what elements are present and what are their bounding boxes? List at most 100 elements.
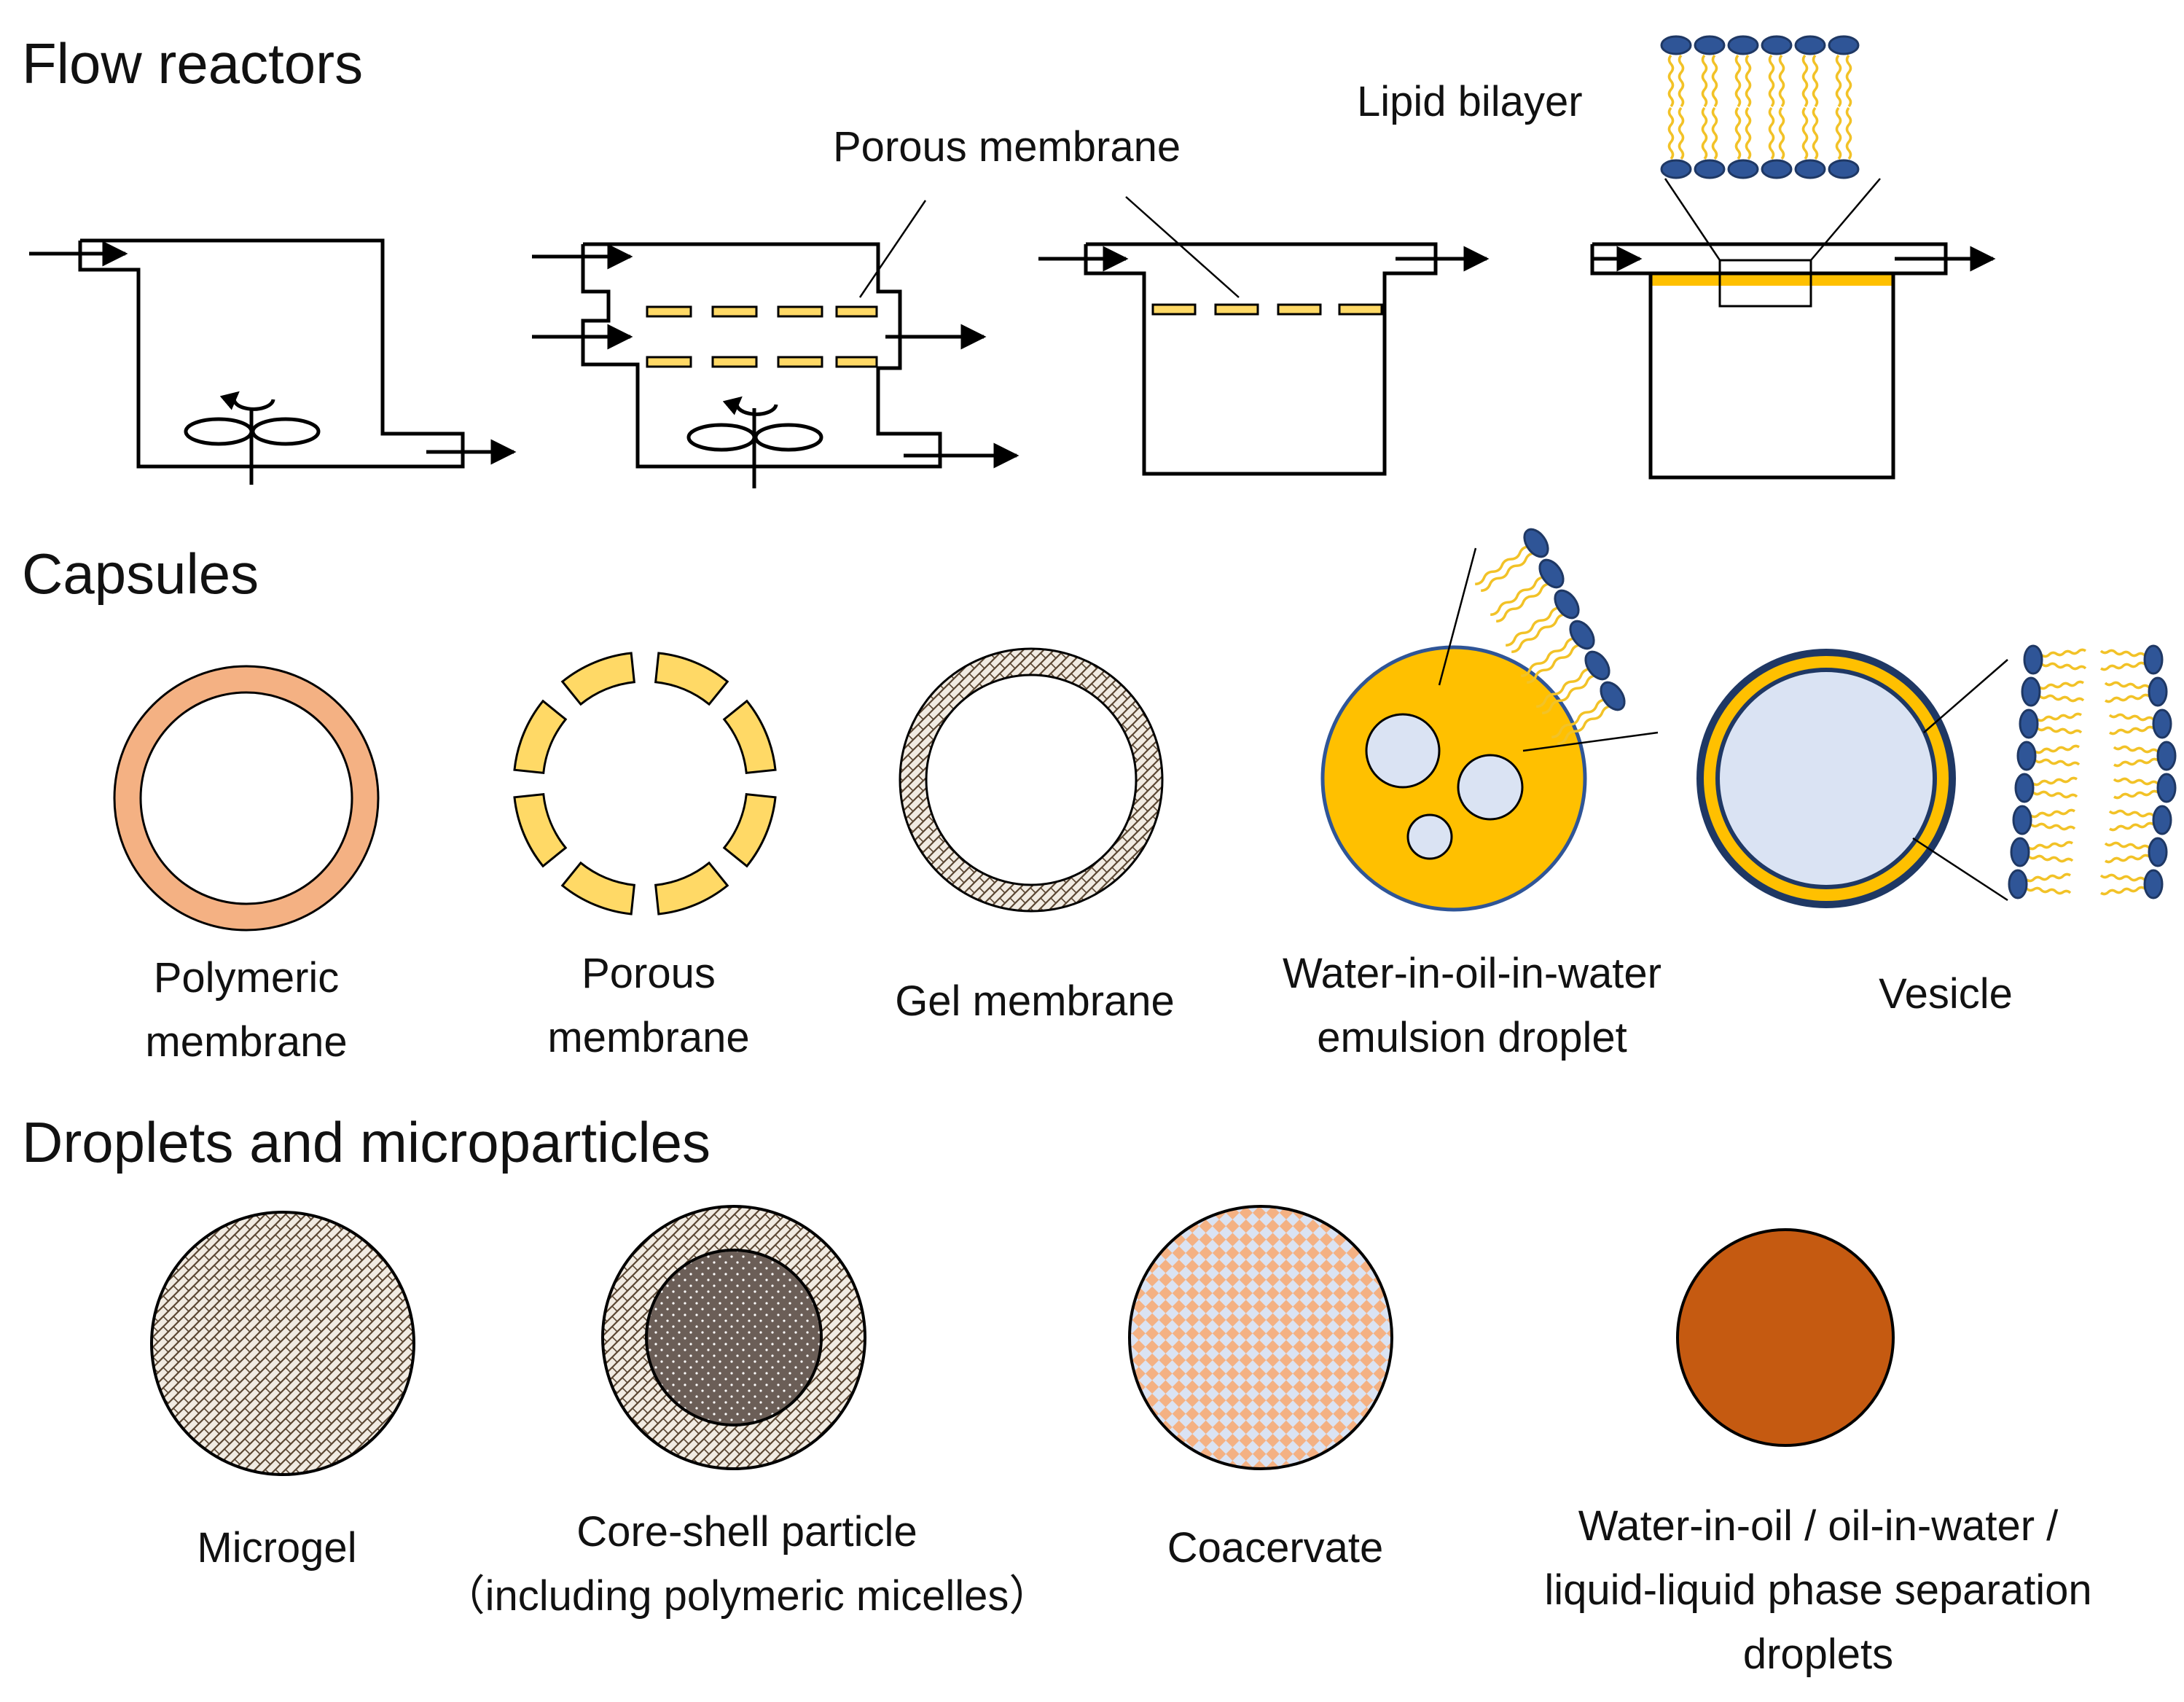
lipid-head <box>2148 837 2168 867</box>
lipid-tail <box>2109 725 2154 735</box>
lipid-tail <box>1835 54 1842 108</box>
lipid-head <box>2016 741 2037 771</box>
lipid-tail <box>1536 668 1591 708</box>
lipid-tail <box>2099 873 2146 882</box>
membrane-reactor-dashes <box>646 305 878 368</box>
label-core-shell: Core-shell particle （including polymeric… <box>408 1500 1086 1628</box>
membrane-reactor <box>532 242 1019 488</box>
lipid-tail <box>2041 648 2086 658</box>
lipid-head <box>1660 35 1692 55</box>
gel-outline-outer <box>899 647 1164 913</box>
label-woww-line2: emulsion droplet <box>1317 1014 1627 1061</box>
lipid-head <box>2143 644 2164 675</box>
polymeric-outline-outer <box>113 665 380 932</box>
porous-membrane-dashes <box>1151 303 1383 316</box>
lipid-head <box>1794 35 1826 55</box>
lipid-tail <box>2037 712 2082 722</box>
lipid-tail <box>1506 606 1560 647</box>
lipid-tail <box>1835 106 1842 160</box>
woww-lipid-detail <box>1475 528 1626 746</box>
lipid-head <box>2148 676 2168 707</box>
lipid-tail <box>2099 649 2146 657</box>
lipid-tail <box>1812 106 1819 160</box>
cstr-reactor <box>29 238 517 485</box>
label-llps-line2: liquid-liquid phase separation <box>1544 1566 2092 1614</box>
porous-membrane-segment <box>654 652 729 706</box>
lipid-tail <box>1496 582 1551 623</box>
lipid-tail <box>1845 106 1852 160</box>
lipid-head <box>2019 708 2039 739</box>
lipid-tail <box>2027 854 2074 863</box>
gel-membrane-capsule <box>900 649 1162 911</box>
lipid-tail <box>2100 661 2145 671</box>
section-title-capsules: Capsules <box>22 542 259 606</box>
lipid-head <box>1660 159 1692 179</box>
llps-droplet <box>1676 1228 1895 1447</box>
lipid-tail <box>1768 54 1775 108</box>
lipid-tail <box>1667 106 1675 160</box>
lipid-tail <box>2113 777 2159 786</box>
label-woww-line1: Water-in-oil-in-water <box>1283 950 1662 997</box>
lipid-head <box>1727 159 1759 179</box>
porous-membrane-segment <box>722 699 777 775</box>
lipid-tail <box>1678 106 1685 160</box>
lipid-tail <box>1542 674 1597 715</box>
label-microgel: Microgel <box>197 1524 357 1572</box>
label-woww-emulsion: Water-in-oil-in-water emulsion droplet <box>1224 942 1720 1070</box>
section-title-flow-reactors: Flow reactors <box>22 31 364 95</box>
lipid-head <box>2156 741 2177 771</box>
lipid-tail <box>2025 886 2072 895</box>
lipid-head <box>1828 35 1860 55</box>
lipid-tail <box>2032 776 2078 786</box>
label-llps-line3: droplets <box>1742 1631 1894 1678</box>
lipid-tail <box>2038 694 2085 703</box>
lipid-tail <box>2040 662 2087 671</box>
lipid-tail <box>1667 54 1675 108</box>
lipid-head <box>2010 837 2030 867</box>
porous-membrane-capsule <box>513 652 777 916</box>
lipid-tail <box>2113 745 2159 754</box>
lipid-tail <box>2035 744 2080 754</box>
label-porous-line1: Porous <box>582 950 716 997</box>
lipid-tail <box>1701 106 1708 160</box>
lipid-head <box>2156 773 2177 803</box>
lipid-tail <box>1521 637 1576 678</box>
lipid-bilayer-detail <box>1660 35 1860 179</box>
lipid-head <box>1727 35 1759 55</box>
gel-outline-inner <box>925 674 1138 886</box>
lipid-head <box>1694 35 1726 55</box>
label-gel-membrane: Gel membrane <box>895 977 1175 1025</box>
lipid-tail <box>1801 54 1809 108</box>
vesicle-bilayer-detail <box>2008 644 2177 899</box>
section-title-droplets: Droplets and microparticles <box>22 1110 711 1174</box>
porous-callout-line-1 <box>858 200 927 298</box>
polymeric-membrane-capsule <box>114 666 378 930</box>
lipid-head <box>2021 676 2041 707</box>
lipid-head <box>2008 869 2028 899</box>
lipid-tail <box>1701 54 1708 108</box>
label-core-shell-line1: Core-shell particle <box>576 1508 917 1555</box>
label-polymeric-line1: Polymeric <box>153 954 340 1002</box>
lipid-tail <box>2108 713 2155 722</box>
lipid-head <box>2023 644 2043 675</box>
lipid-tail <box>2039 680 2084 690</box>
lipid-tail <box>2028 840 2073 851</box>
label-llps-line1: Water-in-oil / oil-in-water / <box>1578 1502 2059 1550</box>
porous-membrane-callout: Porous membrane <box>833 123 1181 171</box>
label-llps-droplets: Water-in-oil / oil-in-water / liquid-liq… <box>1457 1494 2179 1687</box>
lipid-tail <box>2109 821 2154 832</box>
lipid-tail <box>2032 790 2078 799</box>
lipid-tail <box>1711 54 1718 108</box>
woww-emulsion-droplet <box>1320 547 1659 912</box>
lipid-tail <box>1845 54 1852 108</box>
coacervate-particle <box>1128 1205 1393 1470</box>
lipid-tail <box>2113 789 2158 800</box>
lipid-head <box>1523 528 1549 558</box>
lipid-bilayer-callout: Lipid bilayer <box>1357 78 1583 125</box>
lipid-head <box>1794 159 1826 179</box>
lipid-tail <box>2100 886 2145 896</box>
label-core-shell-line2: （including polymeric micelles） <box>442 1572 1052 1620</box>
lipid-head <box>2014 773 2035 803</box>
microgel-particle <box>150 1211 415 1476</box>
